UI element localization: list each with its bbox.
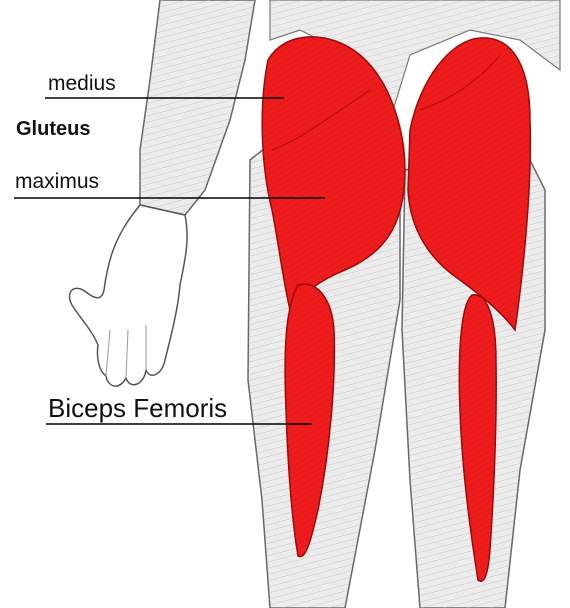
hand (70, 205, 188, 386)
maximus-label: maximus (15, 170, 99, 194)
biceps-femoris-label: Biceps Femoris (48, 393, 227, 424)
gluteus-label: Gluteus (16, 118, 90, 141)
medius-label: medius (48, 72, 116, 96)
forearm (140, 0, 255, 215)
